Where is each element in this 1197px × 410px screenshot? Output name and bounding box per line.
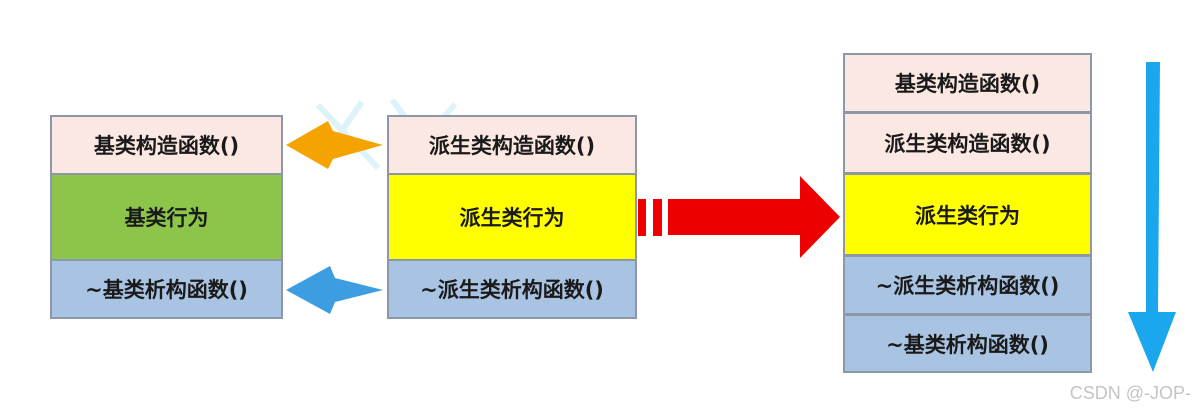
order-derived-constructor-box: 派生类构造函数() — [843, 112, 1092, 174]
derived-constructor-label: 派生类构造函数() — [428, 134, 596, 158]
order-base-destructor-box: ~基类析构函数() — [843, 314, 1092, 373]
derived-behavior-box: 派生类行为 — [387, 173, 637, 261]
csdn-watermark: CSDN @-JOP- — [1069, 383, 1191, 403]
base-destructor-box: ~基类析构函数() — [50, 259, 283, 319]
orange-left-arrow — [286, 121, 383, 169]
order-derived-destructor-box: ~派生类析构函数() — [843, 255, 1092, 315]
base-constructor-label: 基类构造函数() — [93, 134, 240, 158]
base-constructor-box: 基类构造函数() — [50, 115, 283, 175]
base-behavior-label: 基类行为 — [124, 206, 209, 230]
order-base-constructor-label: 基类构造函数() — [894, 72, 1041, 96]
derived-destructor-label: ~派生类析构函数() — [420, 278, 604, 302]
blue-down-arrow — [1128, 62, 1176, 372]
derived-destructor-box: ~派生类析构函数() — [387, 259, 637, 319]
order-derived-behavior-box: 派生类行为 — [843, 173, 1092, 256]
derived-behavior-label: 派生类行为 — [459, 206, 565, 230]
order-derived-destructor-label: ~派生类析构函数() — [875, 274, 1060, 298]
blue-left-arrow — [286, 266, 383, 314]
base-behavior-box: 基类行为 — [50, 173, 283, 261]
order-base-destructor-label: ~基类析构函数() — [886, 332, 1049, 357]
order-derived-constructor-label: 派生类构造函数() — [884, 132, 1051, 156]
derived-constructor-box: 派生类构造函数() — [387, 115, 637, 175]
red-right-arrow — [638, 176, 840, 258]
base-destructor-label: ~基类析构函数() — [85, 278, 248, 302]
order-derived-behavior-label: 派生类行为 — [915, 203, 1020, 228]
order-base-constructor-box: 基类构造函数() — [843, 53, 1092, 113]
